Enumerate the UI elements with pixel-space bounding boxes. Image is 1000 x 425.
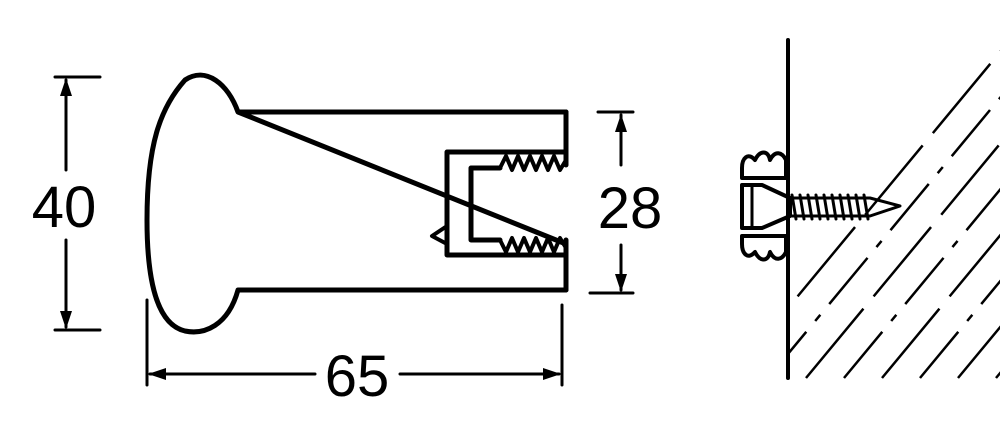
arrow-up: [615, 114, 627, 132]
hatch-line: [788, 50, 1000, 310]
arrow-down: [615, 274, 627, 292]
screw-head: [740, 183, 792, 230]
screw-shank: [788, 196, 902, 218]
arrow-left: [148, 368, 166, 380]
insert-notch: [430, 224, 449, 246]
hatch-line: [881, 233, 1000, 379]
hatch-line: [957, 325, 1000, 379]
arrow-right: [543, 368, 561, 380]
wall-hatching: [788, 50, 1000, 379]
insert-outer: [444, 149, 569, 258]
knob-side-view: [144, 72, 569, 335]
hatch-line: [919, 279, 1000, 379]
dimension-inner-height-label: 28: [598, 176, 663, 241]
dimension-inner-height: 28: [588, 110, 663, 295]
arrow-down: [60, 311, 72, 329]
hatch-line: [805, 141, 1000, 379]
anchor-bottom: [740, 234, 788, 262]
hatch-line: [788, 95, 1000, 356]
arrow-up: [60, 78, 72, 96]
thread-top: [498, 154, 568, 172]
screw: [740, 150, 902, 262]
screw-threads: [790, 193, 870, 221]
thread-bottom: [498, 236, 568, 254]
dimension-length-label: 65: [325, 344, 390, 409]
hatch-line: [843, 187, 1000, 379]
anchor-top: [740, 150, 788, 180]
knob-outline: [144, 72, 569, 335]
dimension-height-label: 40: [32, 175, 97, 240]
dimension-height: 40: [32, 75, 102, 332]
dimension-length: 65: [145, 298, 564, 409]
insert-inner: [468, 165, 503, 243]
